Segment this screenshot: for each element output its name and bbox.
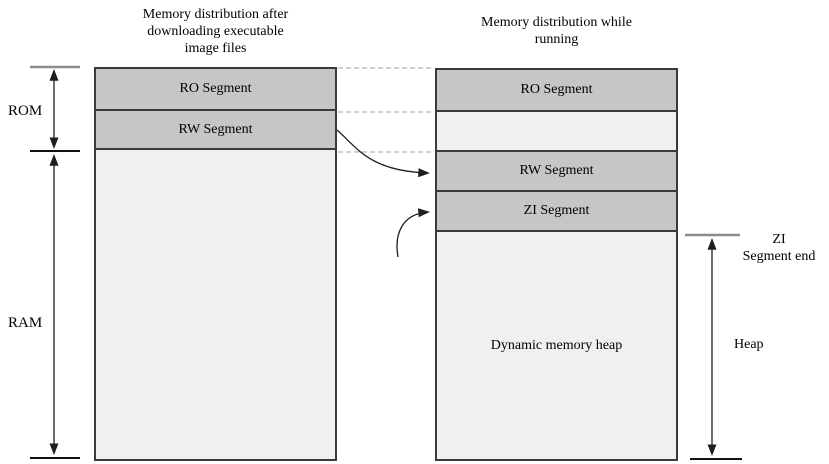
left-rw-segment: RW Segment	[96, 111, 335, 150]
right-ro-segment-label: RO Segment	[520, 82, 593, 97]
rw-relocation-arrow	[336, 129, 430, 178]
right-panel-title-line1: Memory distribution while	[481, 15, 632, 30]
right-heap-segment-label: Dynamic memory heap	[490, 337, 623, 353]
zi-segment-end-label: ZI Segment end	[727, 231, 829, 265]
left-rw-segment-label: RW Segment	[178, 121, 253, 137]
left-ro-segment-label: RO Segment	[179, 81, 252, 96]
right-zi-segment: ZI Segment	[437, 192, 676, 232]
left-memory-column: RO Segment RW Segment	[94, 67, 337, 461]
zi-segment-end-label-line1: ZI	[772, 232, 786, 247]
right-rw-segment: RW Segment	[437, 152, 676, 192]
left-panel-title-line2: downloading executable	[147, 24, 284, 39]
zi-relocation-arrow	[396, 208, 430, 258]
heap-label: Heap	[734, 337, 764, 352]
rom-label: ROM	[8, 103, 43, 119]
right-ro-segment: RO Segment	[437, 70, 676, 112]
left-panel-title: Memory distribution after downloading ex…	[94, 6, 337, 57]
right-rw-segment-label: RW Segment	[519, 163, 594, 178]
right-heap-segment: Dynamic memory heap	[437, 232, 676, 459]
left-panel-title-line1: Memory distribution after	[142, 7, 289, 22]
zi-segment-end-label-line2: Segment end	[742, 249, 816, 264]
left-panel-title-line3: image files	[184, 41, 247, 56]
right-memory-column: RO Segment RW Segment ZI Segment Dynamic…	[435, 68, 678, 461]
ram-label: RAM	[8, 315, 43, 331]
left-ro-segment: RO Segment	[96, 69, 335, 111]
left-empty-segment	[96, 150, 335, 459]
right-zi-segment-label: ZI Segment	[523, 203, 590, 218]
right-empty-segment	[437, 112, 676, 152]
right-panel-title-line2: running	[534, 32, 579, 47]
right-panel-title: Memory distribution while running	[435, 14, 678, 48]
